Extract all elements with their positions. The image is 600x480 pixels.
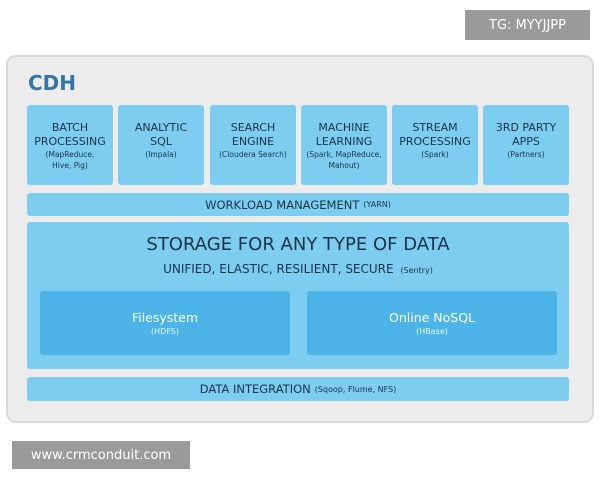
component-name-line: APPS bbox=[512, 135, 540, 148]
workload-management-bar: WORKLOAD MANAGEMENT (YARN) bbox=[27, 193, 569, 216]
nosql-name: Online NoSQL bbox=[388, 310, 476, 325]
filesystem-name: Filesystem bbox=[131, 310, 199, 325]
integration-sub: (Sqoop, Flume, NFS) bbox=[314, 384, 397, 394]
filesystem-box: Filesystem (HDFS) bbox=[40, 291, 290, 355]
storage-subtitle-text: UNIFIED, ELASTIC, RESILIENT, SECURE bbox=[163, 262, 394, 276]
component-name-line: BATCH bbox=[51, 121, 89, 134]
storage-subtitle: UNIFIED, ELASTIC, RESILIENT, SECURE (Sen… bbox=[27, 262, 569, 276]
component-analytic-sql: ANALYTIC SQL (Impala) bbox=[118, 105, 204, 185]
storage-block: STORAGE FOR ANY TYPE OF DATA UNIFIED, EL… bbox=[27, 222, 569, 369]
workload-label: WORKLOAD MANAGEMENT bbox=[205, 197, 360, 212]
nosql-box: Online NoSQL (HBase) bbox=[307, 291, 557, 355]
integration-label: DATA INTEGRATION bbox=[199, 382, 311, 396]
component-name-line: 3RD PARTY bbox=[495, 121, 557, 134]
watermark-bottom: www.crmconduit.com bbox=[12, 441, 190, 469]
component-search-engine: SEARCH ENGINE (Cloudera Search) bbox=[210, 105, 296, 185]
workload-sub: (YARN) bbox=[363, 200, 391, 209]
diagram-title: CDH bbox=[28, 71, 77, 95]
component-sub-line: (Cloudera Search) bbox=[219, 150, 287, 159]
component-sub-line: Hive, Pig) bbox=[52, 161, 88, 170]
component-batch-processing: BATCH PROCESSING (MapReduce, Hive, Pig) bbox=[27, 105, 113, 185]
component-name-line: PROCESSING bbox=[399, 135, 471, 148]
component-name-line: SEARCH bbox=[230, 121, 276, 134]
storage-title: STORAGE FOR ANY TYPE OF DATA bbox=[146, 234, 450, 255]
component-machine-learning: MACHINE LEARNING (Spark, MapReduce, Maho… bbox=[301, 105, 387, 185]
watermark-top: TG: MYYJJPP bbox=[465, 10, 590, 40]
component-sub-line: (Spark, MapReduce, bbox=[306, 150, 382, 159]
component-sub-line: (Spark) bbox=[421, 150, 449, 159]
component-name-line: LEARNING bbox=[315, 135, 373, 148]
storage-subtitle-note: (Sentry) bbox=[400, 266, 433, 275]
component-sub-line: (MapReduce, bbox=[45, 150, 95, 159]
component-name-line: ENGINE bbox=[231, 135, 275, 148]
component-name-line: SQL bbox=[150, 135, 172, 148]
component-stream-processing: STREAM PROCESSING (Spark) bbox=[392, 105, 478, 185]
data-integration-bar: DATA INTEGRATION (Sqoop, Flume, NFS) bbox=[27, 377, 569, 401]
component-name-line: PROCESSING bbox=[34, 135, 106, 148]
component-name-line: ANALYTIC bbox=[134, 121, 188, 134]
component-sub-line: (Partners) bbox=[507, 150, 545, 159]
filesystem-sub: (HDFS) bbox=[151, 327, 179, 336]
component-third-party-apps: 3RD PARTY APPS (Partners) bbox=[483, 105, 569, 185]
component-name-line: STREAM bbox=[412, 121, 458, 134]
component-sub-line: (Impala) bbox=[145, 150, 177, 159]
component-sub-line: Mahout) bbox=[328, 161, 360, 170]
nosql-sub: (HBase) bbox=[416, 327, 448, 336]
component-name-line: MACHINE bbox=[318, 121, 370, 134]
